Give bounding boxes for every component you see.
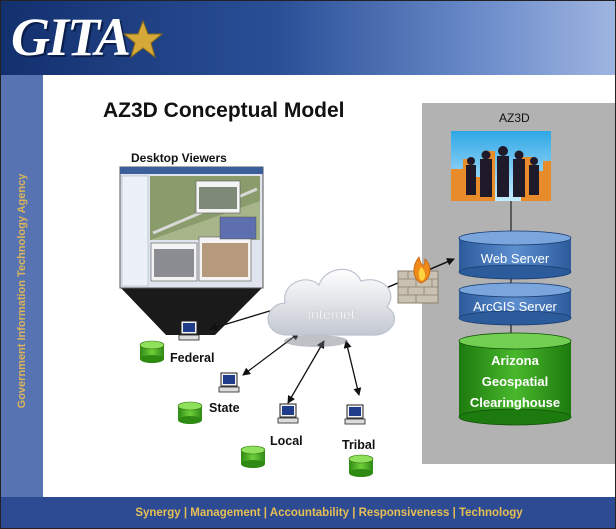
client-state — [177, 372, 240, 424]
header-banner: GITA — [1, 1, 615, 75]
star-icon — [123, 19, 164, 59]
computer-icon — [277, 403, 299, 424]
database-icon — [240, 445, 266, 468]
clearinghouse-line-3: Clearinghouse — [470, 395, 560, 410]
clearinghouse-cylinder — [458, 332, 572, 426]
client-tribal — [344, 404, 374, 477]
az3d-label: AZ3D — [499, 111, 530, 125]
business-people-image — [451, 131, 551, 237]
firewall-icon — [397, 256, 439, 304]
database-icon — [139, 340, 165, 363]
database-icon — [348, 454, 374, 477]
page-title: AZ3D Conceptual Model — [103, 99, 345, 122]
desktop-viewers-image — [119, 166, 264, 335]
client-federal — [139, 320, 200, 363]
internet-label: Internet — [307, 306, 355, 322]
clearinghouse-line-1: Arizona — [491, 353, 539, 368]
client-label-state: State — [209, 401, 240, 415]
computer-icon — [344, 404, 366, 425]
footer-bar: Synergy | Management | Accountability | … — [1, 497, 615, 528]
client-label-federal: Federal — [170, 351, 215, 365]
client-local — [240, 403, 299, 468]
client-label-tribal: Tribal — [342, 438, 376, 452]
client-label-local: Local — [270, 434, 303, 448]
sidebar-bar — [1, 75, 43, 497]
computer-icon — [218, 372, 240, 393]
clearinghouse-line-2: Geospatial — [482, 374, 548, 389]
internet-cloud — [267, 268, 395, 347]
gita-logo: GITA — [11, 7, 164, 67]
web-server-cylinder — [458, 230, 572, 280]
arcgis-server-cylinder — [458, 282, 572, 326]
logo-text: GITA — [11, 7, 131, 67]
web-server-label: Web Server — [481, 251, 550, 266]
database-icon — [177, 401, 203, 424]
computer-icon — [178, 320, 200, 341]
arcgis-server-label: ArcGIS Server — [473, 299, 557, 314]
desktop-viewers-label: Desktop Viewers — [131, 151, 227, 165]
footer-tagline: Synergy | Management | Accountability | … — [135, 506, 523, 519]
